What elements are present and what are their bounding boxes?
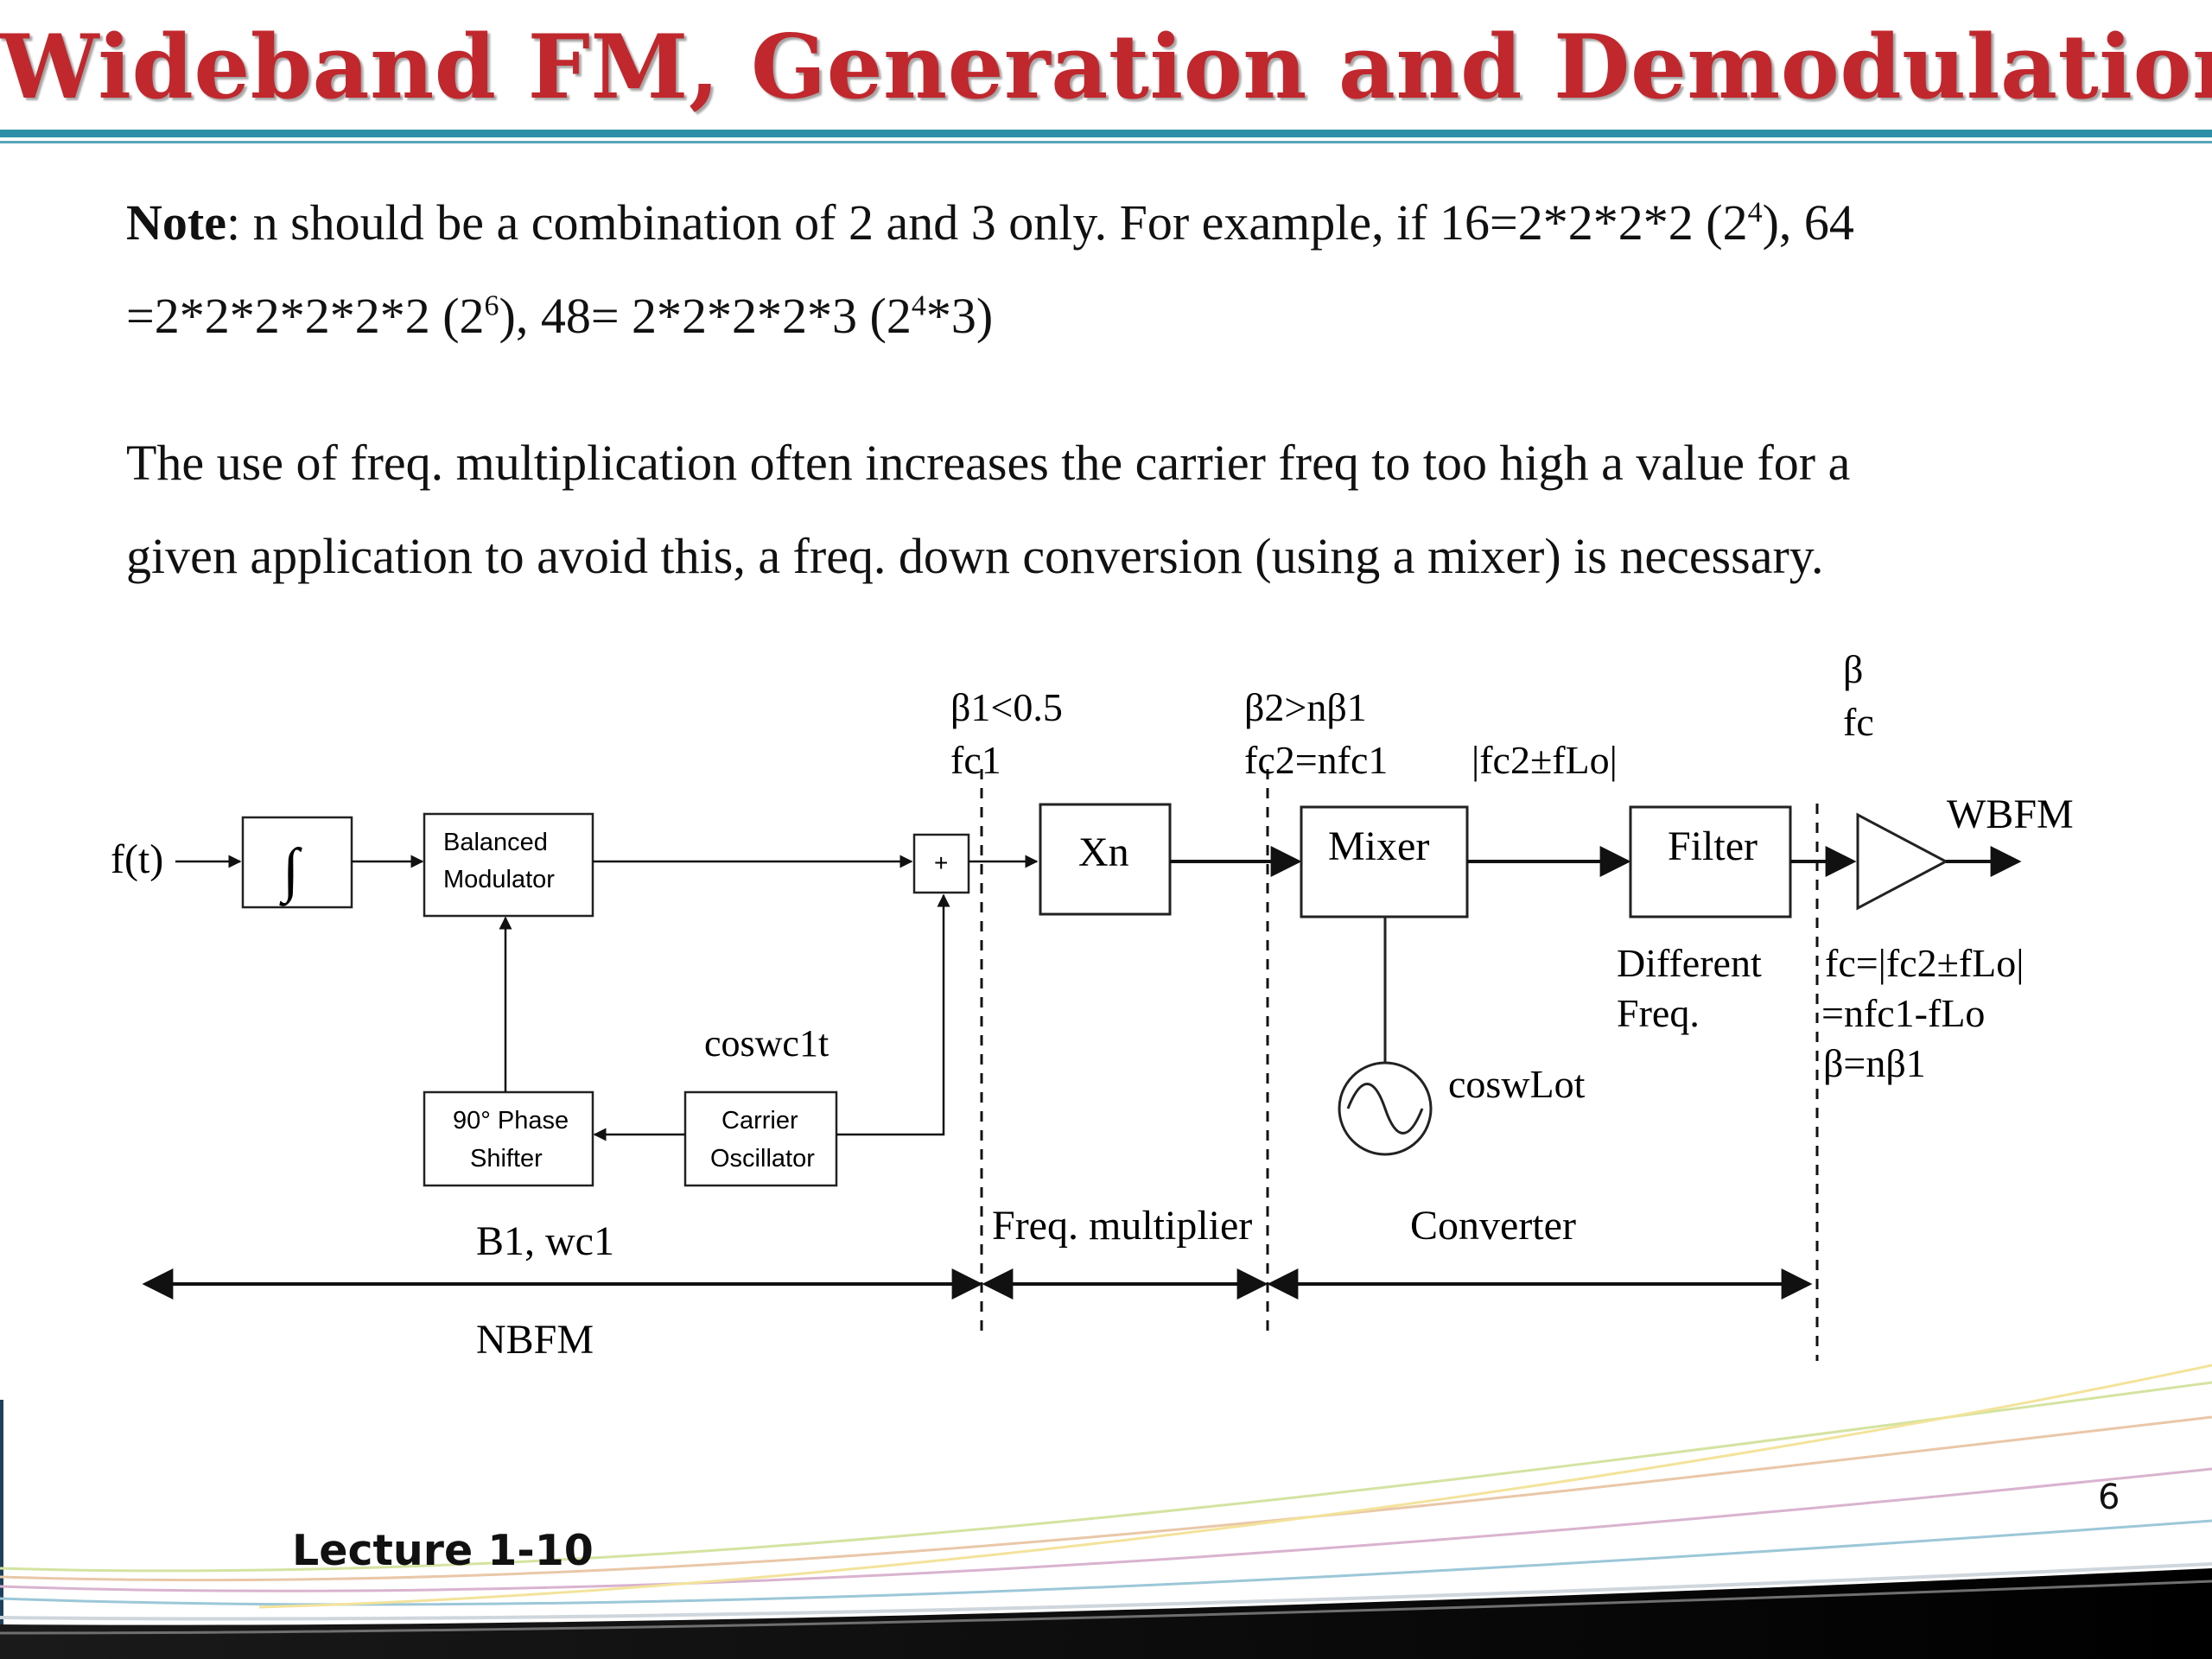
phase-shifter-label-2: Shifter	[470, 1145, 543, 1173]
amplifier-triangle	[1856, 812, 1949, 911]
output-fc-label: fc=|fc2±fLo|	[1825, 941, 2024, 985]
input-label: f(t)	[111, 836, 163, 882]
balanced-modulator-label-1: Balanced	[443, 829, 548, 856]
note-exponent: 6	[484, 289, 499, 322]
carrier-oscillator-label-2: Oscillator	[710, 1145, 815, 1173]
note-exponent: 4	[1747, 196, 1763, 229]
lecture-label: Lecture 1-10	[292, 1526, 594, 1575]
carrier-oscillator-label-1: Carrier	[721, 1107, 798, 1135]
note-line2-a: =2*2*2*2*2*2 (2	[126, 288, 485, 344]
note-line2-b: ), 48= 2*2*2*2*3 (2	[499, 288, 912, 344]
stage2-beta-label: β2>nβ1	[1244, 685, 1367, 729]
output-label: WBFM	[1947, 791, 2074, 837]
stage1-beta-label: β1<0.5	[950, 685, 1063, 729]
note-label: Note	[126, 194, 226, 251]
output-beta-label: β=nβ1	[1823, 1041, 1926, 1085]
filter-note-line-1: Different	[1617, 941, 1762, 985]
frequency-multiplier-label: Xn	[1078, 830, 1129, 875]
phase-shifter-block	[423, 1090, 594, 1187]
carrier-signal-label: coswc1t	[704, 1022, 829, 1065]
title-divider	[0, 130, 2212, 137]
adder-symbol: +	[934, 849, 948, 876]
freq-multiplier-label: Freq. multiplier	[992, 1203, 1252, 1249]
output-fc-expression: =nfc1-fLo	[1821, 991, 1985, 1035]
note-line2-c: *3)	[925, 288, 994, 344]
mixer-output-label: |fc2±fLo|	[1471, 738, 1618, 782]
note-line1-text: : n should be a combination of 2 and 3 o…	[226, 194, 1748, 251]
mixer-label: Mixer	[1328, 823, 1429, 869]
frequency-multiplier-block	[1039, 803, 1172, 916]
note-line1-end: ), 64	[1762, 194, 1854, 251]
final-beta-label: β	[1843, 647, 1863, 691]
oscillator-to-adder-arrow	[836, 893, 950, 1136]
explanation-paragraph: The use of freq. multiplication often in…	[126, 416, 2113, 603]
explanation-line-2: given application to avoid this, a freq.…	[126, 528, 1824, 584]
slide-title: Wideband FM, Generation and Demodulation	[0, 16, 2212, 119]
balanced-modulator-block	[423, 812, 594, 918]
nbfm-label: NBFM	[476, 1317, 594, 1363]
stage1-fc-label: fc1	[950, 738, 1001, 782]
sine-wave-icon	[1346, 1083, 1424, 1135]
note-exponent: 4	[911, 289, 926, 322]
explanation-line-1: The use of freq. multiplication often in…	[126, 435, 1851, 491]
local-oscillator-icon	[1338, 1061, 1433, 1156]
filter-note-line-2: Freq.	[1617, 991, 1700, 1035]
integrator-symbol: ∫	[279, 837, 302, 906]
adder-block	[912, 833, 970, 894]
title-divider-thin	[0, 141, 2212, 143]
local-oscillator-signal-label: coswLot	[1448, 1062, 1586, 1106]
filter-label: Filter	[1668, 823, 1758, 869]
phase-shifter-label-1: 90° Phase	[453, 1107, 569, 1135]
final-fc-label: fc	[1843, 700, 1874, 744]
stage2-fc-label: fc2=nfc1	[1244, 738, 1388, 782]
page-number: 6	[2098, 1478, 2120, 1517]
balanced-modulator-label-2: Modulator	[443, 866, 555, 893]
converter-label: Converter	[1410, 1203, 1576, 1249]
carrier-oscillator-block	[683, 1090, 838, 1187]
note-paragraph: Note: n should be a combination of 2 and…	[126, 176, 2113, 363]
nbfm-params-label: B1, wc1	[476, 1218, 614, 1264]
